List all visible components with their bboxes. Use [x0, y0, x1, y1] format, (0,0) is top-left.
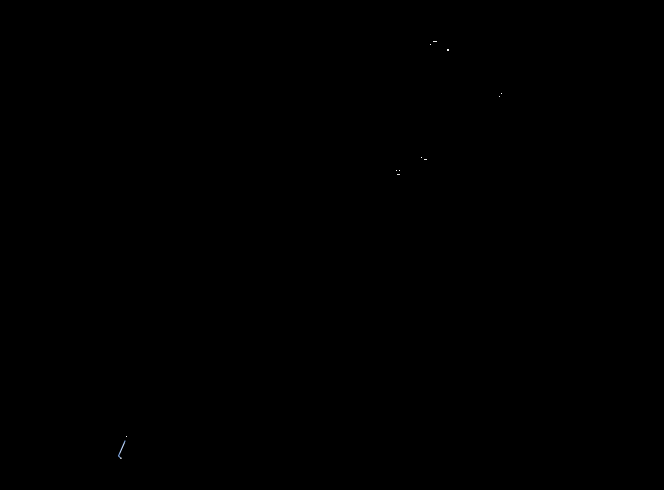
light-streak-icon: [117, 440, 126, 459]
mid-dot-dash-cluster-mark-0: [396, 170, 397, 171]
lower-left-dot-mark-0: [126, 436, 127, 437]
mid-dash-cluster-mark-0: [421, 157, 422, 158]
upper-dash-cluster-mark-0: [430, 44, 431, 45]
upper-single-dot-mark-0: [447, 49, 449, 51]
mid-dash-cluster-mark-1: [424, 159, 427, 160]
mid-dot-dash-cluster-mark-1: [399, 170, 400, 171]
right-dot-pair-mark-0: [501, 93, 502, 94]
light-streak-artifact: [116, 440, 130, 462]
mid-dot-dash-cluster-mark-2: [397, 174, 400, 175]
upper-dash-cluster-mark-1: [433, 41, 437, 42]
right-dot-pair-mark-1: [499, 96, 500, 97]
